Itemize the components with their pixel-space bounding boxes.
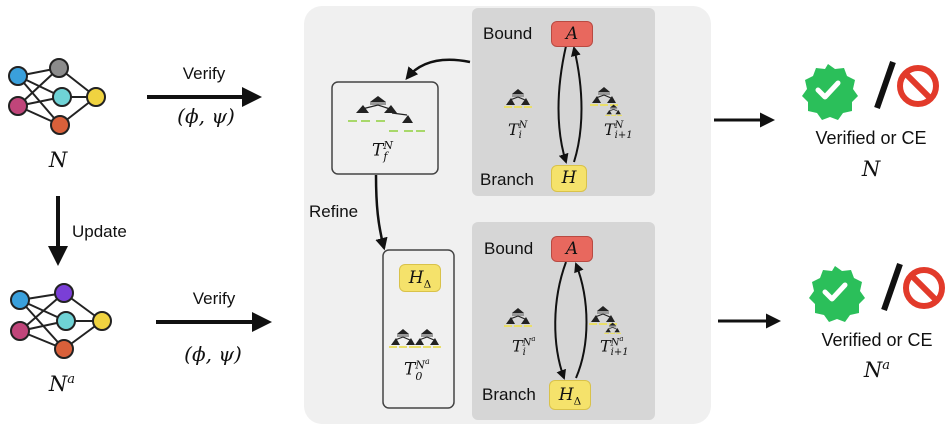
verified-check-icon (809, 266, 865, 322)
branch-badge-bottom: HΔ (549, 380, 591, 410)
result-label-top: Verified or CE (815, 128, 927, 148)
bab-tree-icon (348, 86, 623, 349)
or-slash (881, 263, 903, 311)
no-entry-icon (897, 65, 939, 107)
extract-tree-arrow (405, 58, 471, 80)
heuristic-badge: HΔ (399, 264, 441, 292)
updated-network-label: Na (48, 372, 76, 396)
branch-label-top: Branch (480, 170, 534, 189)
branch-badge-top: H (551, 165, 587, 192)
neural-network-icon (8, 58, 106, 135)
update-label: Update (72, 222, 127, 241)
top-bab-panel (472, 8, 655, 196)
bound-label-bottom: Bound (484, 239, 534, 258)
result-label-bottom: Verified or CE (821, 330, 933, 350)
spec-label-bottom: (ϕ, ψ) (184, 342, 242, 366)
verify-label-top: Verify (182, 64, 226, 83)
bottom-bab-panel (472, 222, 655, 420)
refine-arrow (374, 174, 388, 251)
branch-to-bound-arrow-top (570, 46, 583, 163)
result-network-top: N (861, 157, 881, 181)
updated-neural-network-icon (10, 283, 112, 359)
branch-label-bottom: Branch (482, 385, 536, 404)
result-network-bottom: Na (863, 358, 891, 382)
bound-badge-top: A (551, 21, 593, 47)
refine-label: Refine (309, 202, 359, 221)
or-slash (874, 61, 896, 109)
bound-to-branch-arrow-bottom (554, 261, 567, 380)
bound-to-branch-arrow-top (557, 45, 569, 164)
bound-label-top: Bound (483, 24, 533, 43)
no-entry-icon (903, 267, 945, 309)
spec-label-top: (ϕ, ψ) (177, 104, 235, 128)
network-label: N (48, 148, 68, 172)
final-tree-box (331, 81, 439, 175)
bound-badge-bottom: A (551, 236, 593, 262)
verified-check-icon (802, 64, 858, 120)
verify-label-bottom: Verify (192, 289, 236, 308)
branch-to-bound-arrow-bottom (574, 262, 588, 379)
